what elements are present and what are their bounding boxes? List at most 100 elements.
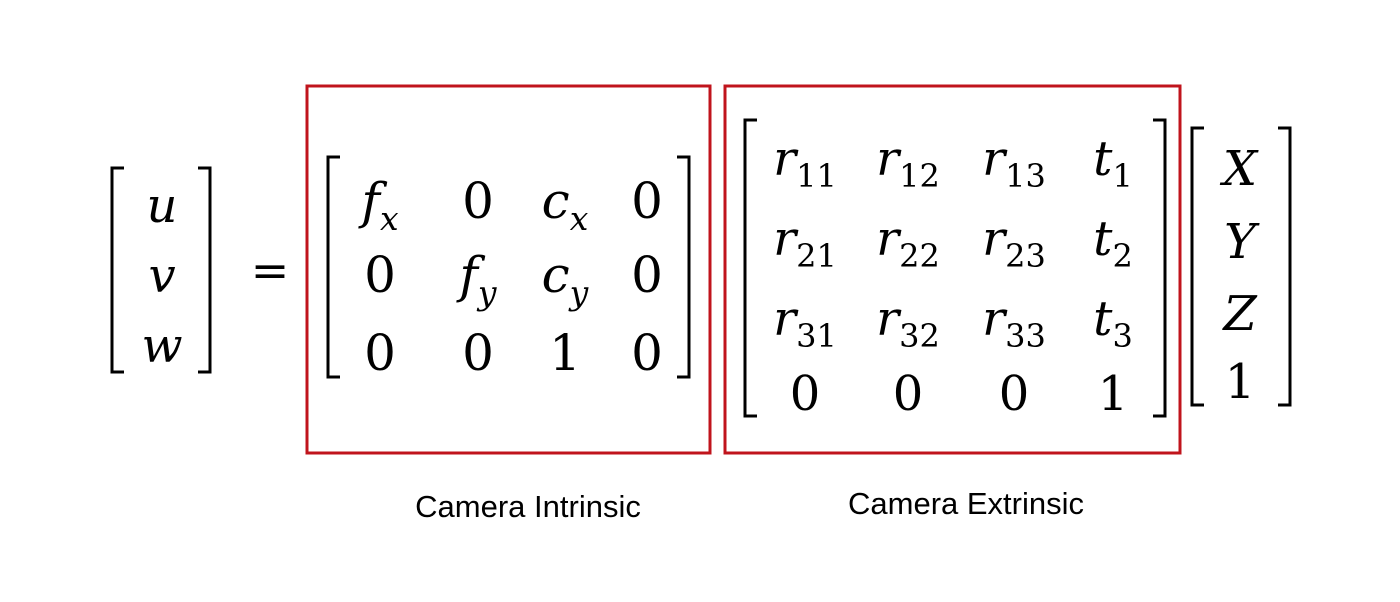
extrinsic-cell-r2c3-subscript: 23: [1005, 237, 1046, 275]
intrinsic-caption: Camera Intrinsic: [415, 489, 641, 524]
intrinsic-cell-r3c2-base: 0: [462, 324, 494, 382]
extrinsic-cell-r3c1: r31: [773, 291, 837, 355]
intrinsic-cell-r3c2: 0: [462, 324, 494, 382]
extrinsic-cell-r4c1-base: 0: [790, 366, 821, 422]
extrinsic-cell-r2c2-base: r: [876, 211, 902, 267]
extrinsic-cell-r3c2-subscript: 32: [899, 317, 940, 355]
extrinsic-cell-r1c3: r13: [982, 131, 1046, 195]
extrinsic-left-bracket: [743, 118, 757, 418]
extrinsic-cell-r1c2: r12: [876, 131, 940, 195]
extrinsic-cell-r1c1-subscript: 11: [796, 157, 837, 195]
world-vector-entry-2-base: Y: [1224, 214, 1260, 270]
intrinsic-cell-r3c1: 0: [364, 324, 396, 382]
extrinsic-cell-r1c4: t1: [1093, 131, 1133, 195]
extrinsic-cell-r3c3-base: r: [982, 291, 1008, 347]
intrinsic-cell-r1c1-subscript: x: [380, 199, 399, 238]
extrinsic-cell-r2c4-base: t: [1093, 211, 1113, 267]
extrinsic-cell-r2c4: t2: [1093, 211, 1133, 275]
image-vector-left-bracket: [110, 166, 124, 374]
extrinsic-cell-r3c4: t3: [1093, 291, 1133, 355]
image-vector-entry-1: u: [147, 178, 178, 234]
extrinsic-cell-r1c2-base: r: [876, 131, 902, 187]
extrinsic-cell-r3c1-subscript: 31: [796, 317, 837, 355]
world-vector-right-bracket: [1278, 126, 1292, 407]
world-vector-entry-1-base: X: [1219, 141, 1259, 197]
intrinsic-cell-r2c1-base: 0: [364, 246, 396, 304]
intrinsic-cell-r1c4-base: 0: [631, 172, 663, 230]
extrinsic-cell-r1c1-base: r: [773, 131, 799, 187]
extrinsic-cell-r2c1: r21: [773, 211, 837, 275]
intrinsic-cell-r1c3-base: c: [542, 172, 570, 230]
extrinsic-highlight-box: [723, 84, 1182, 455]
image-point-vector: uvw: [110, 166, 212, 374]
world-vector-entry-2: Y: [1224, 214, 1260, 270]
intrinsic-right-bracket: [677, 155, 691, 379]
world-vector-entry-3-base: Z: [1221, 286, 1258, 342]
intrinsic-cell-r2c1: 0: [364, 246, 396, 304]
extrinsic-cell-r2c2-subscript: 22: [899, 237, 940, 275]
extrinsic-cell-r2c1-subscript: 21: [796, 237, 837, 275]
extrinsic-cell-r3c2-base: r: [876, 291, 902, 347]
extrinsic-cell-r4c2: 0: [893, 366, 924, 422]
extrinsic-cell-r2c1-base: r: [773, 211, 799, 267]
intrinsic-cell-r2c4-base: 0: [631, 246, 663, 304]
world-vector-entry-4: 1: [1225, 354, 1256, 410]
intrinsic-cell-r2c4: 0: [631, 246, 663, 304]
intrinsic-cell-r3c3: 1: [549, 324, 581, 382]
intrinsic-cell-r3c4-base: 0: [631, 324, 663, 382]
extrinsic-cell-r4c2-base: 0: [893, 366, 924, 422]
extrinsic-cell-r3c1-base: r: [773, 291, 799, 347]
image-vector-entry-2: v: [148, 248, 175, 304]
intrinsic-highlight-box: [305, 84, 712, 455]
extrinsic-cell-r3c4-subscript: 3: [1112, 317, 1132, 355]
intrinsic-cell-r2c3-subscript: y: [568, 273, 589, 312]
extrinsic-cell-r1c2-subscript: 12: [899, 157, 940, 195]
intrinsic-cell-r2c2-subscript: y: [476, 273, 497, 312]
extrinsic-cell-r1c3-subscript: 13: [1005, 157, 1046, 195]
extrinsic-cell-r1c4-base: t: [1093, 131, 1113, 187]
image-vector-entry-3: w: [141, 318, 182, 374]
extrinsic-cell-r3c3: r33: [982, 291, 1046, 355]
intrinsic-left-bracket: [326, 155, 340, 379]
extrinsic-cell-r4c4: 1: [1098, 366, 1129, 422]
world-vector-entry-1: X: [1219, 141, 1259, 197]
world-vector-entry-4-base: 1: [1225, 354, 1256, 410]
extrinsic-cell-r3c4-base: t: [1093, 291, 1113, 347]
extrinsic-cell-r3c2: r32: [876, 291, 940, 355]
extrinsic-cell-r4c3-base: 0: [999, 366, 1030, 422]
world-vector-entry-3: Z: [1221, 286, 1258, 342]
intrinsic-cell-r1c2: 0: [462, 172, 494, 230]
extrinsic-cell-r3c3-subscript: 33: [1005, 317, 1046, 355]
intrinsic-cell-r2c3: cy: [542, 246, 589, 312]
intrinsic-cell-r1c4: 0: [631, 172, 663, 230]
intrinsic-cell-r3c3-base: 1: [549, 324, 581, 382]
extrinsic-cell-r4c3: 0: [999, 366, 1030, 422]
image-vector-right-bracket: [198, 166, 212, 374]
image-vector-entry-1-base: u: [147, 178, 178, 234]
extrinsic-cell-r2c3: r23: [982, 211, 1046, 275]
world-point-vector: XYZ 1: [1190, 126, 1292, 410]
extrinsic-cell-r2c2: r22: [876, 211, 940, 275]
extrinsic-cell-r4c1: 0: [790, 366, 821, 422]
intrinsic-cell-r3c1-base: 0: [364, 324, 396, 382]
intrinsic-cell-r1c2-base: 0: [462, 172, 494, 230]
intrinsic-cell-r1c3-subscript: x: [570, 199, 589, 238]
extrinsic-cell-r1c3-base: r: [982, 131, 1008, 187]
image-vector-entry-3-base: w: [141, 318, 182, 374]
extrinsic-caption: Camera Extrinsic: [848, 486, 1084, 521]
world-vector-left-bracket: [1190, 126, 1204, 407]
extrinsic-cell-r4c4-base: 1: [1098, 366, 1129, 422]
extrinsic-cell-r2c3-base: r: [982, 211, 1008, 267]
extrinsic-right-bracket: [1153, 118, 1167, 418]
extrinsic-cell-r2c4-subscript: 2: [1112, 237, 1132, 275]
extrinsic-cell-r1c4-subscript: 1: [1112, 157, 1132, 195]
image-vector-entry-2-base: v: [148, 248, 175, 304]
equals-sign: =: [251, 243, 290, 297]
intrinsic-cell-r1c3: cx: [542, 172, 589, 238]
extrinsic-cell-r1c1: r11: [773, 131, 837, 195]
intrinsic-cell-r3c4: 0: [631, 324, 663, 382]
intrinsic-cell-r2c3-base: c: [542, 246, 570, 304]
